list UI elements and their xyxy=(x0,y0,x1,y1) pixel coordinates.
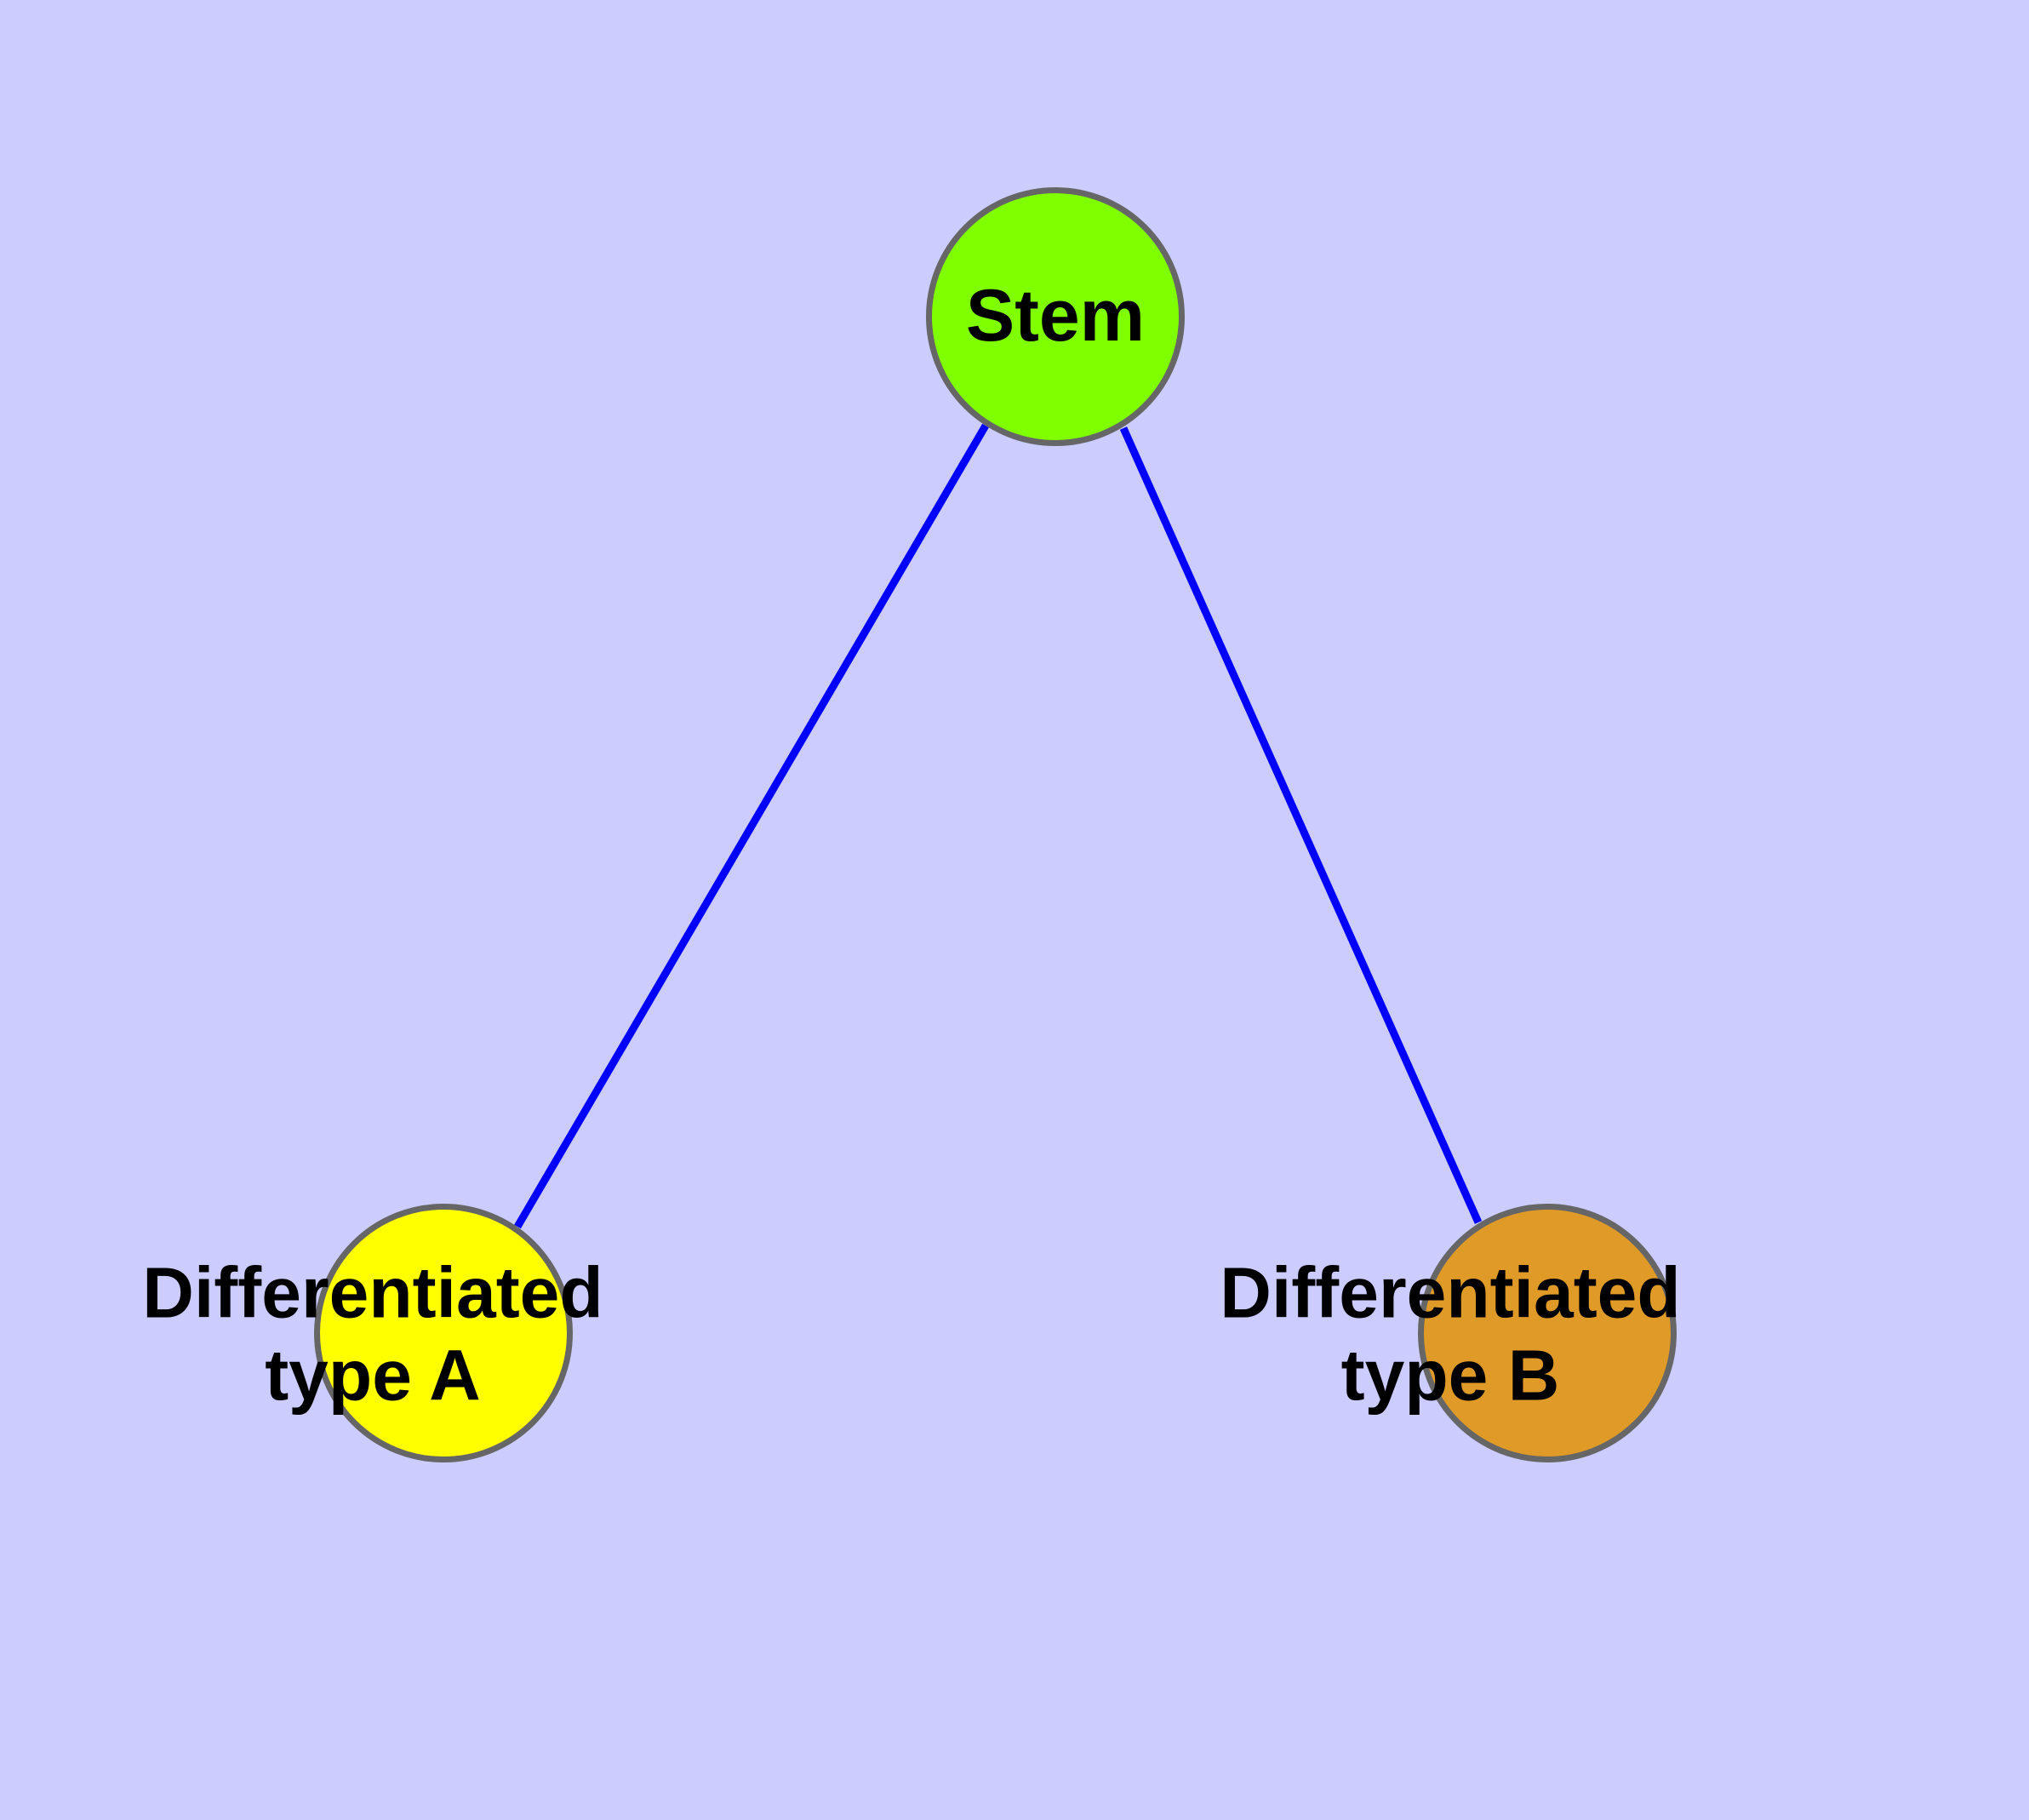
graph-edge-stem-to-type-b xyxy=(1119,426,1483,1224)
graph-node-type_a[interactable] xyxy=(314,1204,573,1462)
node-layer xyxy=(314,187,1677,1462)
graph-node-stem[interactable] xyxy=(926,187,1185,446)
graph-edge-stem-to-type-a xyxy=(514,423,989,1229)
graph-node-type_b[interactable] xyxy=(1418,1204,1677,1462)
edge-layer xyxy=(514,423,1483,1229)
